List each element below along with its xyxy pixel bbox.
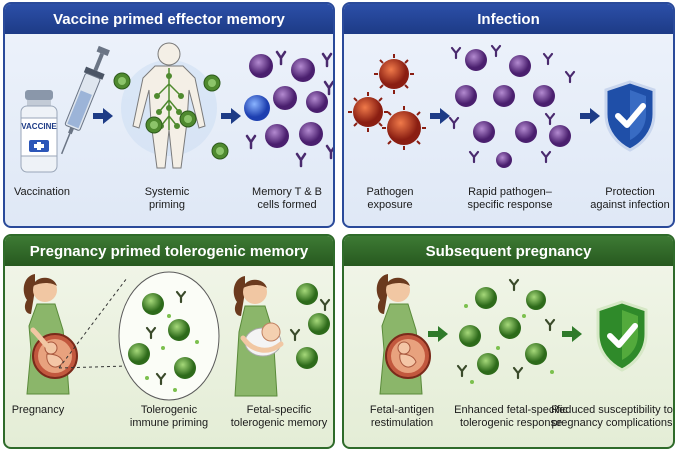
arrow-right-icon bbox=[428, 326, 448, 342]
shield-check-icon bbox=[604, 80, 656, 152]
tolerogenic-priming-bubble bbox=[118, 271, 220, 401]
memory-cells-cluster bbox=[244, 50, 333, 168]
tolerogenic-cells-cluster bbox=[289, 283, 331, 369]
step-label: Vaccination bbox=[13, 186, 71, 198]
pregnancy-panel: Pregnancy primed tolerogenic memory bbox=[3, 234, 335, 449]
step-label: Rapid pathogen–specific response bbox=[467, 186, 553, 211]
shield-check-icon bbox=[596, 300, 648, 372]
vaccine-vial-icon bbox=[20, 90, 58, 173]
infection-panel-title: Infection bbox=[344, 4, 673, 34]
immune-cell-icon bbox=[179, 110, 197, 128]
pregnant-woman-icon bbox=[23, 274, 78, 395]
arrow-right-icon bbox=[562, 326, 582, 342]
immune-cell-icon bbox=[113, 72, 131, 90]
infection-panel: Infection Pat bbox=[342, 2, 675, 228]
arrow-right-icon bbox=[580, 108, 600, 124]
effector-response-cluster bbox=[448, 44, 576, 168]
enhanced-tolerogenic-cluster bbox=[456, 278, 556, 384]
syringe-icon bbox=[60, 45, 110, 155]
immune-cell-icon bbox=[203, 74, 221, 92]
arrow-right-icon bbox=[93, 108, 113, 124]
immune-cell-icon bbox=[145, 116, 163, 134]
human-body-icon bbox=[121, 42, 217, 169]
pathogen-icon bbox=[348, 54, 426, 150]
vaccine-vial-label: VACCINE bbox=[21, 122, 57, 131]
immune-cell-icon bbox=[211, 142, 229, 160]
arrow-right-icon bbox=[221, 108, 241, 124]
subsequent-pregnancy-panel-title: Subsequent pregnancy bbox=[344, 236, 673, 266]
step-label: Pregnancy bbox=[11, 404, 65, 416]
vaccine-panel-title: Vaccine primed effector memory bbox=[5, 4, 333, 34]
vaccine-panel: Vaccine primed effector memory VACCINE bbox=[3, 2, 335, 228]
arrow-right-icon bbox=[430, 108, 450, 124]
mother-baby-icon bbox=[233, 276, 284, 397]
pregnant-woman-icon bbox=[376, 274, 431, 395]
pregnancy-panel-title: Pregnancy primed tolerogenic memory bbox=[5, 236, 333, 266]
zoom-connector bbox=[58, 277, 128, 369]
